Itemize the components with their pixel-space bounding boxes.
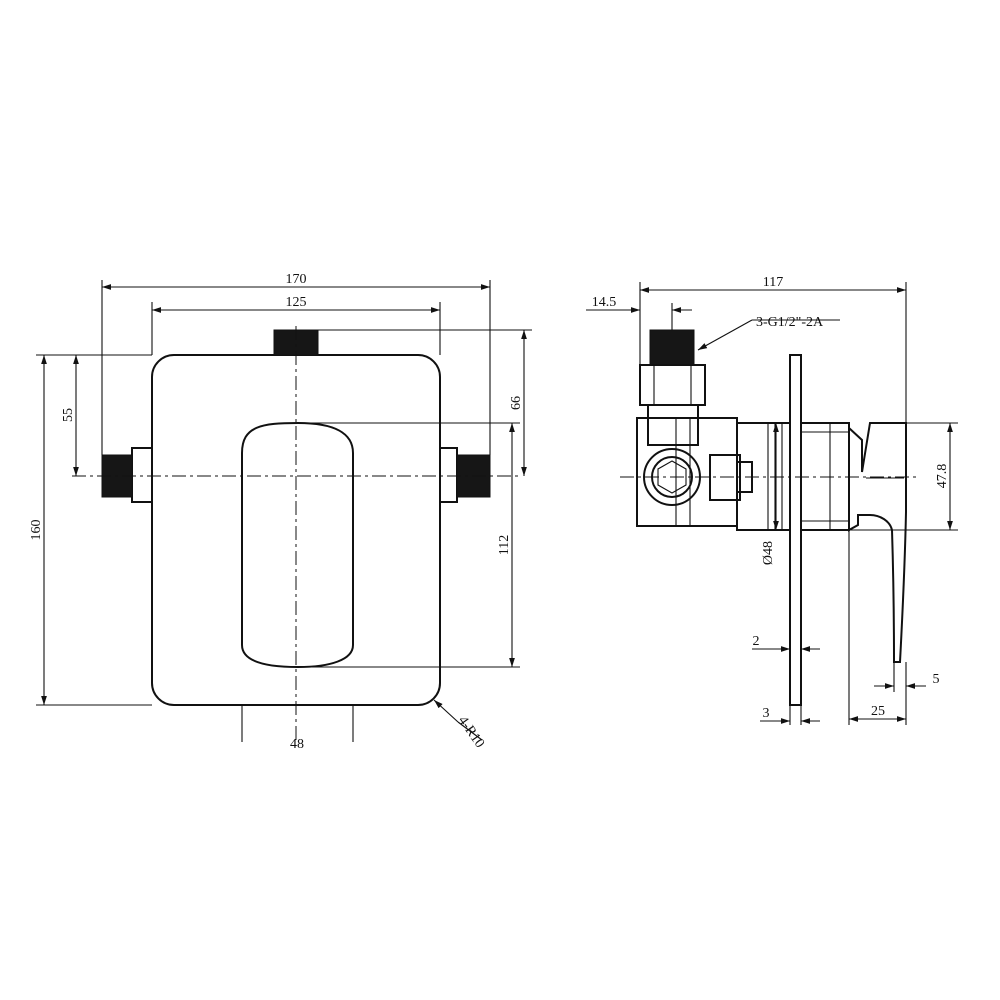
right-inlet-body (439, 447, 458, 503)
dim-170-label: 170 (286, 272, 307, 287)
radius-label: 4-R10 (455, 714, 487, 751)
side-handle (848, 422, 907, 663)
dim-48-front-label: 48 (290, 737, 304, 752)
dim-112-label: 112 (497, 535, 512, 555)
dim-66-label: 66 (509, 396, 524, 410)
side-wall-plate (789, 354, 802, 706)
thread-spec-label: 3-G1/2"-2A (756, 315, 824, 330)
dim-117-label: 117 (763, 275, 783, 290)
dim-3-label: 3 (763, 706, 770, 721)
side-view: 117 14.5 3-G1/2"-2A 47.8 Ø48 2 3 25 5 (586, 275, 958, 725)
front-lever (241, 421, 354, 669)
dim-diameter-label: Ø48 (761, 541, 776, 565)
dim-55-label: 55 (61, 408, 76, 422)
dim-160-label: 160 (29, 520, 44, 541)
side-inlet-thread (649, 329, 695, 366)
side-vertical-pipe (647, 404, 699, 446)
radius-leader (457, 721, 483, 741)
dim-125-label: 125 (286, 295, 307, 310)
side-inlet-nut (639, 364, 706, 406)
dim-5-label: 5 (933, 672, 940, 687)
dim-25-label: 25 (871, 704, 885, 719)
side-outlet-hex (657, 460, 687, 494)
dim-14-5-label: 14.5 (592, 295, 617, 310)
radius-leader-arrow (433, 699, 459, 723)
dim-2-label: 2 (753, 634, 760, 649)
left-inlet-body (131, 447, 153, 503)
dim-47-8-label: 47.8 (935, 464, 950, 489)
thread-leader-arrow (697, 319, 753, 351)
front-view: 170 125 160 55 66 112 48 4-R10 (29, 272, 532, 752)
